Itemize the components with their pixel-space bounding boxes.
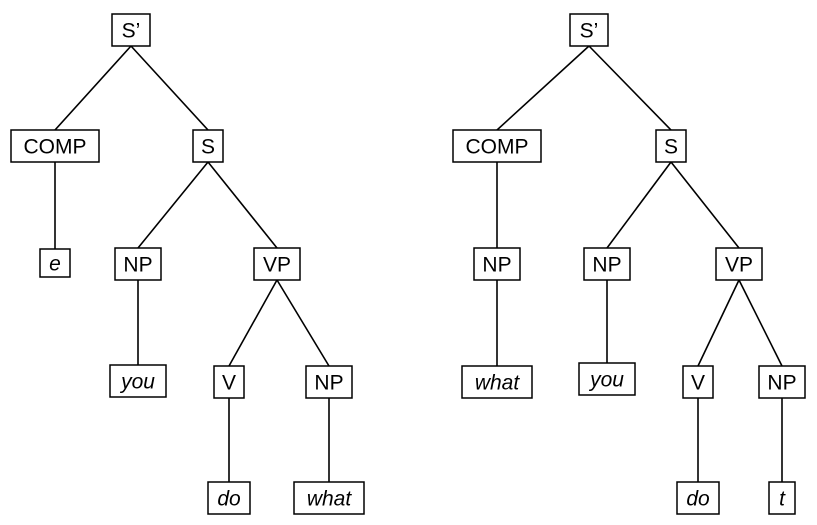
surface-structure: S’ COMP S NP NP VP what you V NP do t: [452, 13, 806, 515]
node-box: [305, 365, 353, 399]
edge-s-to-subj-np: [606, 161, 672, 249]
node-you: you: [109, 364, 167, 398]
node-box: [655, 129, 687, 163]
node-label: COMP: [466, 136, 529, 159]
node-label: e: [49, 253, 61, 276]
node-label: S: [664, 136, 678, 159]
node-vp: VP: [715, 247, 763, 281]
node-label: VP: [725, 254, 753, 277]
node-label: VP: [263, 254, 291, 277]
node-box: [461, 365, 533, 399]
node-label: V: [222, 372, 236, 395]
node-s: S: [192, 129, 224, 163]
edge-s-bar-to-s: [588, 45, 672, 131]
node-subj-np: NP: [114, 247, 162, 281]
node-label: you: [119, 371, 155, 394]
edge-vp-to-v: [228, 279, 278, 367]
node-label: what: [307, 488, 353, 511]
node-label: NP: [314, 372, 343, 395]
node-v: V: [682, 365, 714, 399]
node-label: S’: [122, 20, 141, 43]
node-label: you: [588, 369, 624, 392]
node-label: what: [475, 372, 521, 395]
node-label: COMP: [24, 136, 87, 159]
node-box: [293, 481, 365, 515]
node-box: [758, 365, 806, 399]
edge-s-bar-to-comp: [54, 45, 132, 131]
node-label: NP: [767, 372, 796, 395]
edge-vp-to-obj-np: [276, 279, 330, 367]
node-trace: t: [768, 481, 796, 515]
node-box: [578, 362, 636, 396]
node-box: [473, 247, 521, 281]
node-subj-np: NP: [583, 247, 631, 281]
node-do: do: [207, 481, 251, 515]
node-vp: VP: [253, 247, 301, 281]
edge-vp-to-v: [697, 279, 740, 367]
node-box: [213, 365, 245, 399]
edges-layer: [54, 45, 783, 482]
surface-structure-edges: [496, 45, 783, 482]
node-comp-e: e: [39, 248, 71, 278]
node-box: [583, 247, 631, 281]
node-s-bar: S’: [111, 13, 151, 47]
node-label: t: [779, 488, 786, 511]
node-comp-what: what: [461, 365, 533, 399]
node-box: [768, 481, 796, 515]
node-label: S’: [580, 20, 599, 43]
edge-s-bar-to-comp: [496, 45, 590, 131]
node-label: do: [686, 488, 710, 511]
node-label: NP: [482, 254, 511, 277]
node-box: [715, 247, 763, 281]
node-label: do: [217, 488, 241, 511]
deep-structure-edges: [54, 45, 330, 482]
node-box: [207, 481, 251, 515]
edge-s-to-vp: [670, 161, 740, 249]
node-box: [39, 248, 71, 278]
node-v: V: [213, 365, 245, 399]
node-box: [114, 247, 162, 281]
node-box: [682, 365, 714, 399]
edge-vp-to-obj-np: [738, 279, 783, 367]
node-obj-np: NP: [758, 365, 806, 399]
node-comp: COMP: [452, 129, 542, 163]
node-obj-what: what: [293, 481, 365, 515]
node-box: [253, 247, 301, 281]
node-label: V: [691, 372, 705, 395]
node-obj-np: NP: [305, 365, 353, 399]
node-comp-np: NP: [473, 247, 521, 281]
edge-s-to-vp: [207, 161, 278, 249]
node-label: S: [201, 136, 215, 159]
node-box: [111, 13, 151, 47]
node-label: NP: [123, 254, 152, 277]
node-box: [192, 129, 224, 163]
edge-s-to-subj-np: [137, 161, 209, 249]
node-do: do: [676, 481, 720, 515]
node-s: S: [655, 129, 687, 163]
node-you: you: [578, 362, 636, 396]
node-box: [569, 13, 609, 47]
edge-s-bar-to-s: [130, 45, 209, 131]
node-label: NP: [592, 254, 621, 277]
node-s-bar: S’: [569, 13, 609, 47]
node-box: [10, 129, 100, 163]
node-box: [452, 129, 542, 163]
node-box: [109, 364, 167, 398]
node-comp: COMP: [10, 129, 100, 163]
node-box: [676, 481, 720, 515]
